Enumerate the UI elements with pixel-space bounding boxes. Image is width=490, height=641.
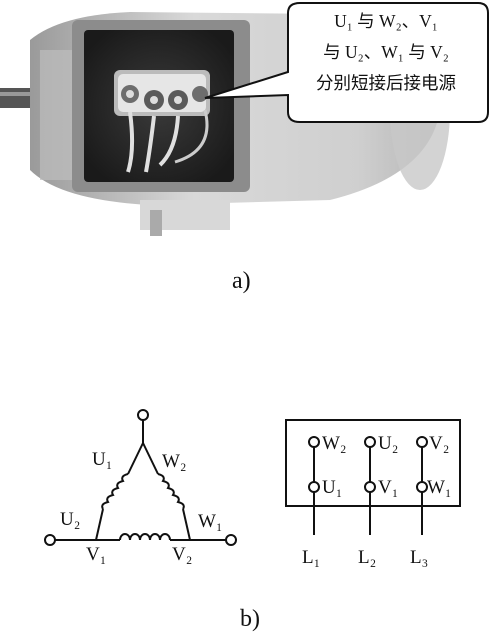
callout-line-3: 分别短接后接电源 bbox=[316, 73, 456, 93]
delta-label-v2: V₂ bbox=[172, 544, 192, 565]
box-label-bottom-2: V₁ bbox=[378, 477, 398, 498]
callout-line-1: U₁ 与 W₂、V₁ bbox=[334, 11, 438, 31]
box-label-top-3: V₂ bbox=[429, 433, 449, 454]
terminal-u2 bbox=[364, 436, 376, 448]
motor-photo bbox=[0, 2, 489, 236]
terminal-v1 bbox=[364, 481, 376, 493]
line-label-l1: L₁ bbox=[302, 547, 320, 568]
callout-text: U₁ 与 W₂、V₁ 与 U₂、W₁ 与 V₂ 分别短接后接电源 bbox=[286, 6, 486, 99]
caption-b: b) bbox=[240, 606, 260, 632]
line-label-l3: L₃ bbox=[410, 547, 428, 568]
delta-connection-diagram: U₁ W₂ U₂ W₁ V₁ V₂ W₂ U₂ V₂ U₁ V₁ W₁ L₁ L… bbox=[44, 409, 461, 568]
caption-a: a) bbox=[232, 268, 251, 294]
terminal-v2 bbox=[416, 436, 428, 448]
delta-label-v1: V₁ bbox=[86, 544, 106, 565]
delta-label-u2: U₂ bbox=[60, 509, 80, 530]
callout-line-2: 与 U₂、W₁ 与 V₂ bbox=[323, 42, 449, 62]
box-label-bottom-3: W₁ bbox=[427, 477, 452, 498]
box-label-top-2: U₂ bbox=[378, 433, 398, 454]
delta-right-terminal bbox=[225, 534, 237, 546]
terminal-box bbox=[285, 419, 461, 507]
delta-label-w2: W₂ bbox=[162, 451, 187, 472]
terminal-w2 bbox=[308, 436, 320, 448]
delta-left-terminal bbox=[44, 534, 56, 546]
terminal-w1 bbox=[416, 481, 428, 493]
box-label-bottom-1: U₁ bbox=[322, 477, 342, 498]
delta-label-u1: U₁ bbox=[92, 449, 112, 470]
line-label-l2: L₂ bbox=[358, 547, 376, 568]
terminal-u1 bbox=[308, 481, 320, 493]
delta-label-w1: W₁ bbox=[198, 511, 223, 532]
delta-apex-terminal bbox=[137, 409, 149, 421]
box-label-top-1: W₂ bbox=[322, 433, 347, 454]
